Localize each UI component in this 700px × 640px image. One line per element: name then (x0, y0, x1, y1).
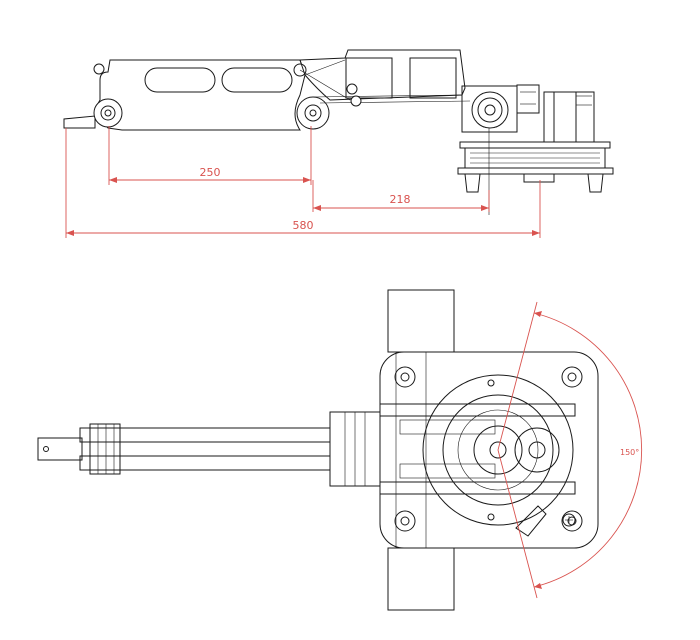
range-angle-label: 150° (620, 448, 639, 457)
shoulder-gear-hub (484, 104, 496, 116)
range-line-lower (497, 449, 538, 599)
upper-arm-rail-1 (399, 419, 496, 435)
base-plate-bottom (457, 167, 614, 175)
corner-hole-tr (561, 366, 583, 388)
corner-hole-tl-inner (400, 372, 410, 382)
forearm-bar-top (79, 427, 331, 443)
corner-hole-tr-inner (567, 372, 577, 382)
range-arc (533, 312, 643, 588)
shoulder-gear (471, 91, 509, 129)
end-effector-tab (63, 115, 96, 129)
corner-hole-br (561, 510, 583, 532)
forearm-pulley (93, 98, 123, 128)
base-motor-face (553, 91, 577, 143)
foot-right (587, 173, 604, 193)
linkage-pin-2 (350, 95, 362, 107)
limit-switch (515, 505, 547, 537)
dim-580-arrow-left (66, 230, 74, 236)
linkage-pin-1 (346, 83, 358, 95)
upper-arm-window-1 (345, 57, 393, 99)
shoulder-housing (461, 85, 518, 133)
range-arrow-upper (534, 311, 542, 317)
center-hub (523, 173, 555, 183)
shoulder-gear-inner (477, 97, 503, 123)
dim-580-label: 580 (293, 219, 314, 232)
dim-218-label: 218 (390, 193, 411, 206)
elbow-pulley-hub (304, 104, 322, 122)
base-plate-top (459, 141, 611, 149)
base-motor (543, 91, 595, 143)
turntable-bolt-2 (487, 513, 495, 521)
upper-arm-bar-bottom (379, 481, 576, 495)
top-view (37, 289, 599, 611)
drive-rod-2 (319, 100, 471, 104)
end-tab (37, 437, 83, 461)
upper-arm-link (299, 49, 466, 101)
center-gear-hub (489, 441, 507, 459)
forearm-link (96, 59, 306, 131)
corner-hole-bl-inner (400, 516, 410, 526)
motor-top (387, 289, 455, 353)
upper-arm-window-2 (409, 57, 457, 99)
range-line-upper (497, 301, 538, 451)
turntable-bolt-1 (487, 379, 495, 387)
forearm-pulley-bore (104, 109, 112, 117)
limit-switch-screw (562, 513, 576, 527)
linkage-bars (299, 59, 351, 101)
forearm-slot-2 (221, 67, 293, 93)
upper-arm-bar-top (379, 403, 576, 417)
dim-250-arrow-left (109, 177, 117, 183)
turntable-ring (442, 394, 554, 506)
end-tab-hole (43, 446, 49, 452)
elbow-pulley-bore (309, 109, 317, 117)
center-gear (473, 425, 523, 475)
forearm-bar-bottom (79, 455, 331, 471)
side-view (63, 49, 614, 215)
dim-250-arrow-right (303, 177, 311, 183)
base-rib (395, 351, 427, 549)
foot-left (464, 173, 481, 193)
drive-rod-1 (312, 94, 463, 98)
turntable-ring-inner (457, 409, 539, 491)
forearm-pulley-hub (100, 105, 116, 121)
range-arrow-lower (534, 583, 542, 589)
turntable-outer (422, 374, 574, 526)
dim-218-arrow-right (481, 205, 489, 211)
corner-hole-bl (394, 510, 416, 532)
dim-580-arrow-right (532, 230, 540, 236)
motor-bottom (387, 547, 455, 611)
forearm-joint (89, 423, 121, 475)
forearm-pin-top (93, 63, 105, 75)
dimensions: 250 218 580 (65, 126, 541, 238)
upper-arm-rail-2 (399, 463, 496, 479)
rotation-range: 150° (497, 301, 643, 599)
drive-gear-hub (528, 441, 546, 459)
corner-hole-tl (394, 366, 416, 388)
dim-250-label: 250 (200, 166, 221, 179)
coupler-block (516, 84, 540, 114)
dim-218-arrow-left (313, 205, 321, 211)
forearm-slot-1 (144, 67, 216, 93)
drive-gear (514, 427, 560, 473)
elbow-pulley (296, 96, 330, 130)
